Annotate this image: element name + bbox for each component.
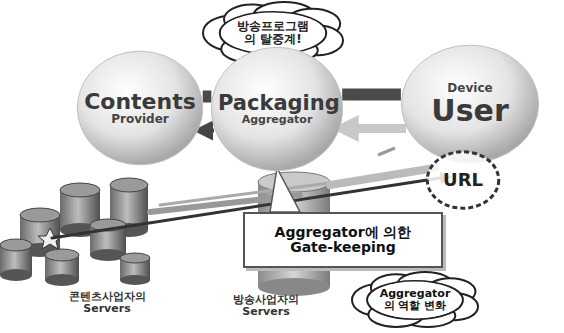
node-title: URL <box>443 171 483 190</box>
gatekeeping-box: Aggregator에 의한 Gate-keeping <box>243 212 443 268</box>
node-title: Device <box>447 82 492 95</box>
flow-arrow <box>199 129 214 133</box>
gatekeeping-pointer <box>270 168 300 212</box>
aggregator-circle: PackagingAggregator <box>210 46 344 172</box>
url-circle: URL <box>425 150 501 210</box>
link-bar <box>342 89 401 101</box>
role-cloud: Aggregator의 역할 변화 <box>352 272 478 328</box>
node-subtitle: User <box>431 95 508 127</box>
content-servers <box>0 178 150 286</box>
node-title: Aggregator의 역할 변화 <box>376 288 454 311</box>
provider-circle: ContentsProvider <box>76 50 204 166</box>
node-title: 방송프로그램의 탈중계! <box>233 20 313 45</box>
link-bar <box>203 91 212 103</box>
node-subtitle: Provider <box>111 113 169 126</box>
node-title: Contents <box>84 90 196 113</box>
small-arrow <box>378 148 395 155</box>
user-circle: DeviceUser <box>400 44 540 164</box>
server-label: 방송사업자의 Servers <box>214 294 318 318</box>
node-title: Packaging <box>218 92 336 114</box>
flow-arrow <box>341 124 406 133</box>
node-subtitle: Aggregator <box>242 114 313 126</box>
node-title: Aggregator에 의한 Gate-keeping <box>253 225 433 254</box>
server-label: 콘텐츠사업자의 Servers <box>52 291 162 315</box>
